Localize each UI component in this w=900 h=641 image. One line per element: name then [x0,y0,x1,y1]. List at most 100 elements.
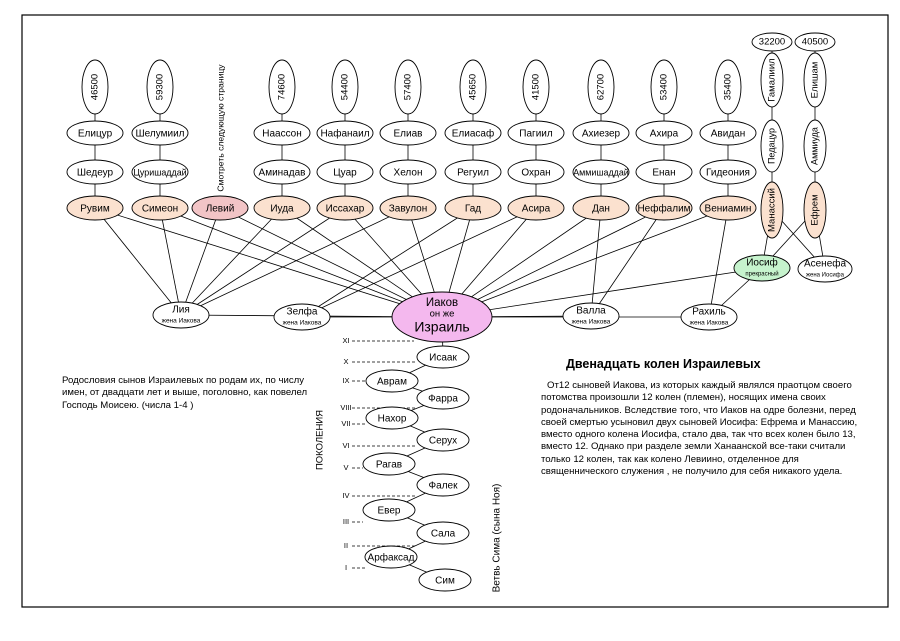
ancestor-name: Евер [378,506,401,517]
son-to-mother-line [180,207,346,316]
tribe-count: 35400 [723,74,734,100]
wife-name: Зелфа [287,306,318,318]
son-to-mother-line [94,207,182,316]
son-node [572,195,630,221]
son-name: Завулон [389,204,428,215]
tribe-count-node [587,59,615,115]
wife-node [680,303,738,331]
page-frame [21,14,889,608]
generation-number: I [345,563,347,572]
generation-number: VIII [340,403,351,412]
wife-sub: жена Иакова [572,319,611,326]
son-to-jacob-line [94,207,443,318]
ancestor-node [362,452,416,476]
generation-number: III [343,517,349,526]
joseph-epithet: прекрасный [745,271,778,278]
generation-number: VI [342,441,349,450]
story-title: Двенадцать колен Израилевых [566,357,761,371]
son-to-mother-line [159,207,182,316]
tribe-count-node [751,32,793,52]
prince-node [253,120,311,146]
father-node [803,119,827,173]
prince-name: Ахиезер [582,129,621,140]
generation-number: X [343,357,348,366]
ancestor-node [416,345,470,369]
father-node [635,159,693,185]
son-node [131,195,189,221]
tribe-count: 40500 [802,37,828,48]
prince-node [635,120,693,146]
father-name: Аминадав [259,168,306,179]
tribe-count: 41500 [531,74,542,100]
prince-name: Ахира [650,129,679,140]
son-to-mother-line [301,207,474,318]
son-to-mother-line [590,207,665,317]
son-node [803,181,827,239]
father-name: Аммишаддай [573,167,629,177]
tribe-count: 54400 [340,74,351,100]
prince-name: Нафанаил [320,128,369,140]
tribe-count: 74600 [277,74,288,100]
prince-node [572,120,630,146]
tribe-count-node [650,59,678,115]
father-name: Енан [652,168,675,179]
ancestor-node [416,473,470,497]
son-name: Симеон [142,204,178,215]
prince-node [803,52,827,108]
jacob-israel-name: Израиль [414,319,469,335]
generation-number: VII [341,419,350,428]
tribe-count-node [394,59,422,115]
son-name: Гад [465,204,481,215]
father-name: Цуришаддай [133,167,186,177]
prince-name: Елишам [810,62,821,99]
tribe-count: 46500 [90,74,101,100]
son-to-jacob-line [219,207,443,318]
son-to-mother-line [180,207,409,316]
wife-node [273,303,331,331]
jacob-name: Иаков [426,297,458,309]
son-to-mother-line [708,207,729,318]
father-node [507,159,565,185]
son-to-mother-line [301,207,537,318]
son-name: Левий [206,204,235,215]
ancestor-name: Фарра [428,394,458,405]
ancestor-name: Серух [429,436,457,447]
father-node [253,159,311,185]
son-node [444,195,502,221]
generation-number: XI [342,336,349,345]
wife-sub: жена Иакова [162,318,201,325]
prince-name: Авидан [711,129,746,140]
prince-name: Пагиил [519,129,553,140]
ancestor-name: Аврам [377,377,407,388]
prince-name: Шелумиил [136,129,185,140]
genealogy-note: Родословия сынов Израилевых по родам их,… [62,375,308,411]
tribe-count-node [522,59,550,115]
father-node [572,159,630,185]
son-name: Дан [592,204,610,215]
prince-node [379,120,437,146]
son-to-jacob-line [441,207,729,318]
son-node [316,195,374,221]
father-name: Хелон [394,168,423,179]
ancestor-name: Арфаксад [368,552,415,564]
father-node [760,119,784,173]
prince-node [66,120,124,146]
ancestor-node [362,498,416,522]
wife-name: Лия [172,305,190,316]
son-name: Неффалим [637,203,690,215]
prince-name: Елицур [78,129,113,140]
tribe-count: 57400 [403,74,414,100]
generation-number: II [344,541,348,550]
ancestor-node [365,406,419,430]
prince-name: Гамалиил [767,58,778,101]
father-node [316,159,374,185]
ancestor-node [416,428,470,452]
story-text: От12 сыновей Иакова, из которых каждый я… [541,380,858,478]
father-node [66,159,124,185]
ancestor-node [365,369,419,393]
joseph-to-jacob-line [441,267,763,318]
ancestor-node [364,545,418,569]
ancestor-name: Рагав [376,460,402,471]
prince-node [444,120,502,146]
